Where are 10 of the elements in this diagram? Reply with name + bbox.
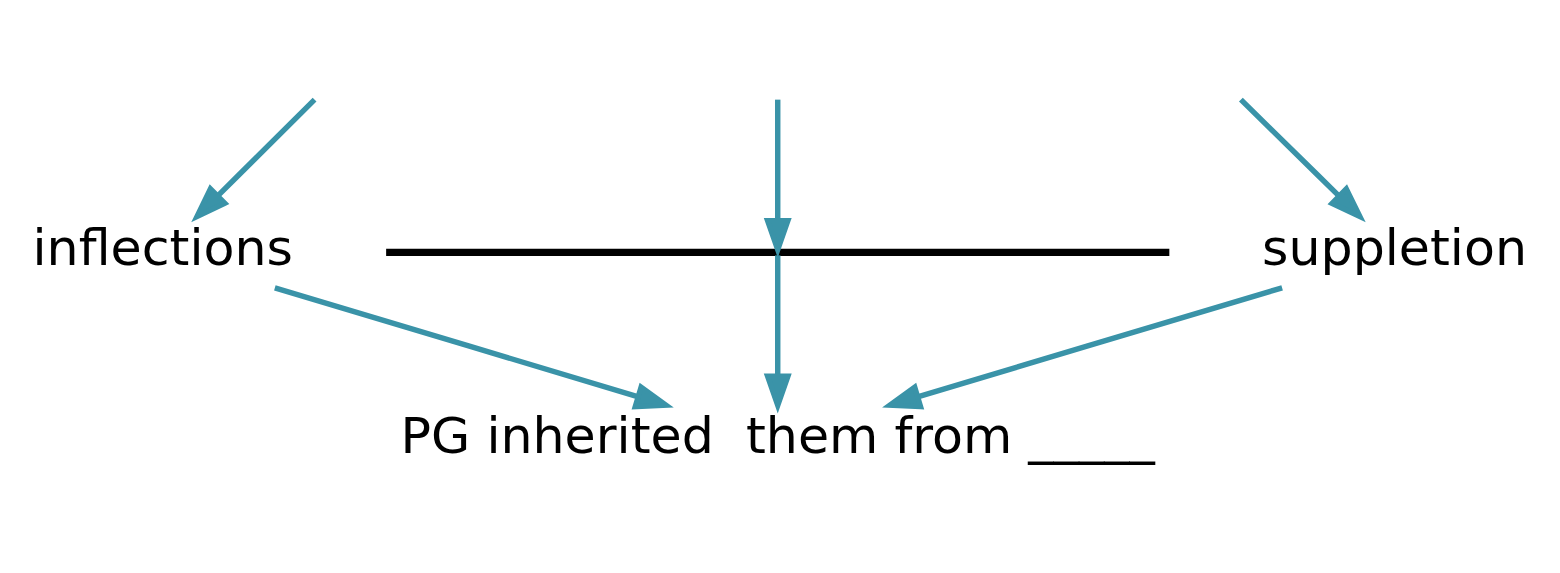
arrow bbox=[882, 284, 1283, 409]
arrow bbox=[763, 217, 792, 413]
node-text: inflections bbox=[32, 217, 293, 277]
node-line bbox=[386, 248, 1170, 256]
arrow bbox=[763, 99, 792, 258]
arrow bbox=[1239, 97, 1366, 222]
node-text: suppletion bbox=[1262, 217, 1527, 277]
arrow bbox=[191, 97, 317, 222]
node-text: PG inherited them from _____ bbox=[400, 405, 1155, 465]
arrow bbox=[274, 284, 674, 409]
